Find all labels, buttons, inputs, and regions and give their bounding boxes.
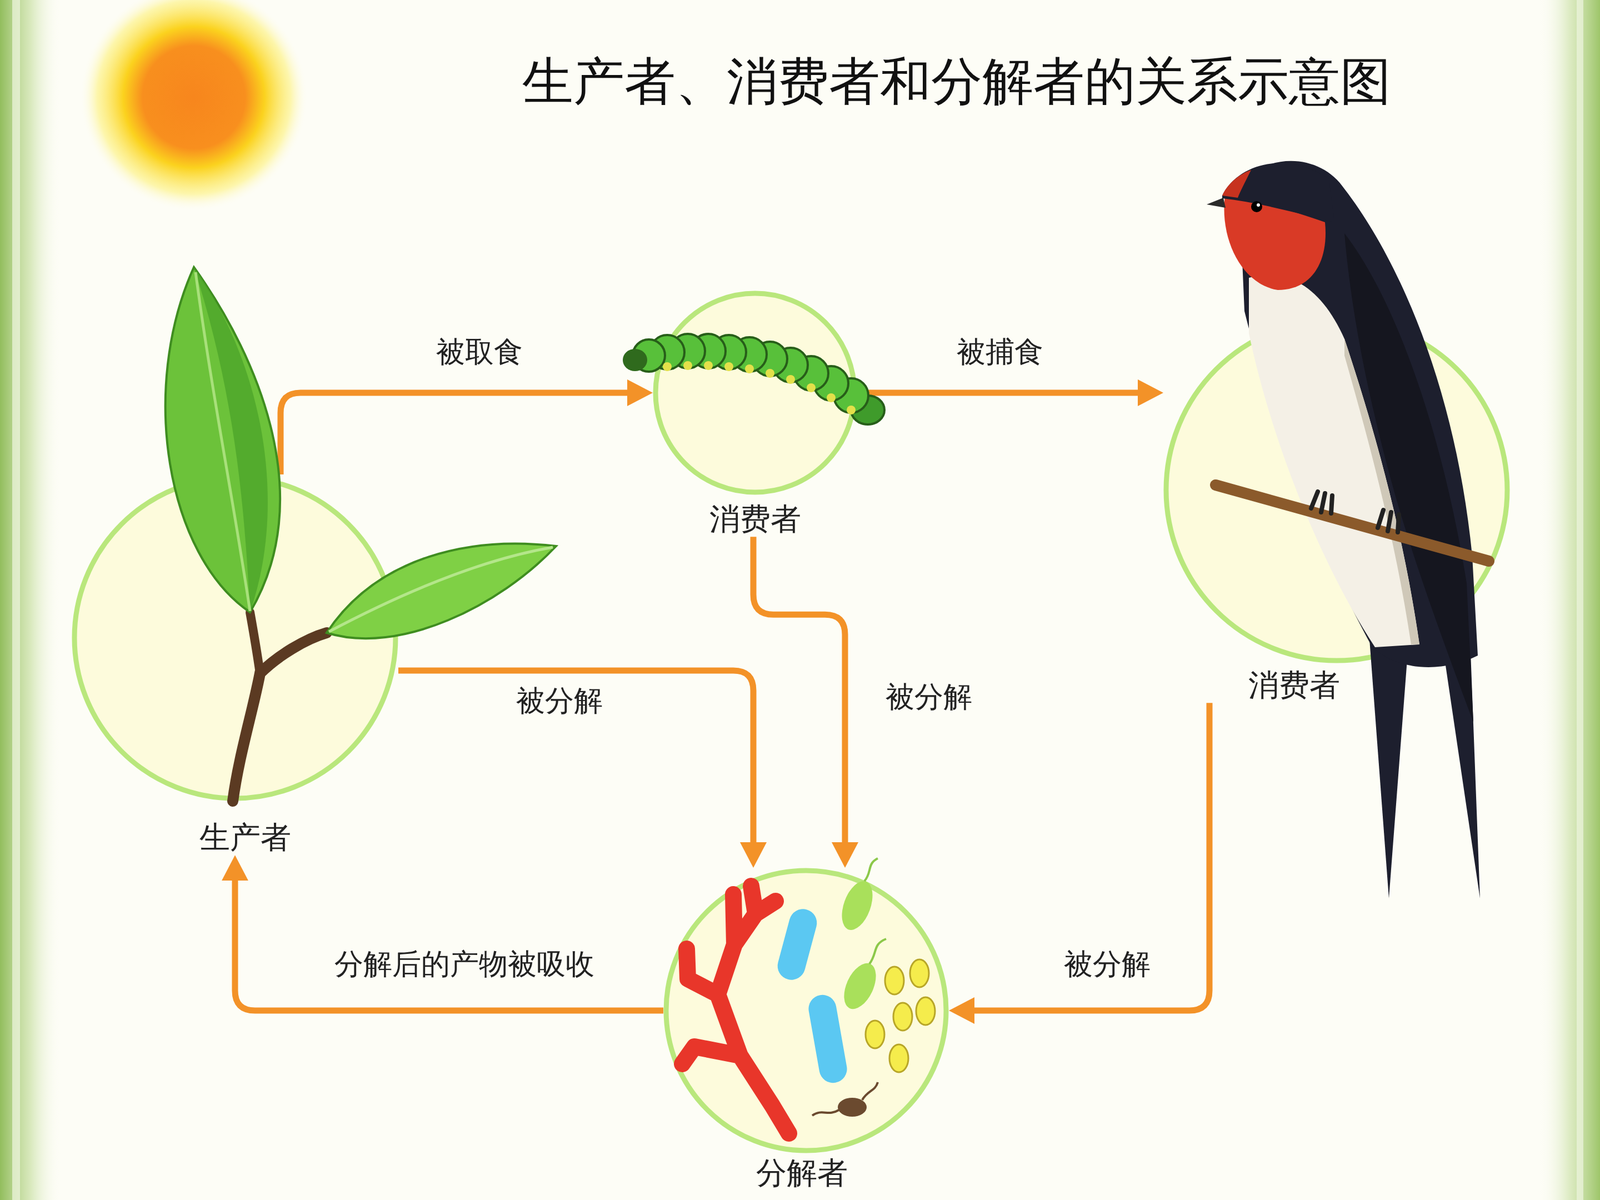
caterpillar-head: [622, 348, 648, 372]
diagram-title: 生产者、消费者和分解者的关系示意图: [522, 47, 1392, 117]
edge-label-wrap: 被分解: [882, 680, 976, 714]
swallow-forehead: [1222, 170, 1252, 198]
node-label: 分解者: [756, 1155, 848, 1191]
flow-arrow: [398, 670, 754, 855]
fungal-hyphae: [682, 886, 789, 1134]
caterpillar-spot: [703, 361, 713, 370]
big-leaf-shade: [193, 267, 268, 613]
edge-label-wrap: 被分解: [1060, 947, 1154, 982]
swallow-claw: [1377, 510, 1399, 533]
ecosystem-circle-node: 消费者: [1163, 316, 1510, 703]
caterpillar-spot: [786, 375, 795, 384]
caterpillar-spot: [745, 364, 754, 374]
ecosystem-circle-node: 生产者: [71, 474, 399, 855]
swallow-tail-left: [1369, 638, 1409, 899]
plant-stem-upper: [250, 612, 260, 674]
caterpillar-spot: [846, 405, 856, 415]
swallow-illustration: [1206, 161, 1489, 899]
flow-arrow: [753, 536, 845, 855]
flow-arrow: [857, 390, 1150, 397]
green-bacterium: [837, 958, 883, 1014]
edge-label-wrap: 被捕食: [953, 335, 1047, 369]
perch-branch: [1215, 485, 1489, 562]
plant-illustration: [165, 267, 557, 802]
flow-arrow: [280, 392, 640, 475]
node-label: 生产者: [199, 820, 292, 855]
yellow-spore: [889, 1044, 909, 1073]
node-circle: [666, 870, 947, 1151]
node-circle: [655, 293, 855, 493]
edge-label: 被分解: [882, 680, 976, 714]
node-label: 消费者: [1248, 667, 1340, 703]
circle-outline: [663, 867, 949, 1154]
title-wrap: 生产者、消费者和分解者的关系示意图: [522, 47, 1392, 117]
ecosystem-circle-node: 消费者: [652, 290, 858, 537]
rod-bacterium: [806, 992, 849, 1085]
edge-label: 被取食: [432, 335, 527, 369]
caterpillar-spot: [724, 362, 734, 372]
flow-arrow: [235, 868, 664, 1011]
circle-outline: [71, 474, 399, 802]
edge-label: 被捕食: [953, 335, 1047, 369]
plant-stem: [232, 632, 327, 802]
decomposer-illustration: [682, 858, 935, 1134]
protozoan: [837, 1097, 867, 1117]
ecosystem-circle-node: 分解者: [663, 867, 949, 1191]
caterpillar-spot: [662, 362, 672, 372]
right-bamboo-strip: [1538, 0, 1600, 1200]
circle-outline: [1163, 316, 1510, 664]
swallow-eye: [1251, 201, 1263, 213]
yellow-spore: [885, 966, 904, 995]
caterpillar-spot: [683, 361, 693, 370]
flagellum: [869, 938, 887, 964]
yellow-spore: [910, 959, 929, 988]
caterpillar-spot: [826, 393, 836, 403]
edge-label-wrap: 被取食: [432, 335, 527, 369]
protozoan-tail: [812, 1082, 878, 1116]
edge-label: 被分解: [512, 684, 607, 718]
swallow-claw: [1311, 491, 1333, 514]
sun: [80, 0, 308, 212]
left-bamboo-strip: [0, 0, 62, 1200]
circle-outline: [652, 290, 858, 495]
green-bacterium: [836, 877, 879, 935]
swallow-cap: [1222, 163, 1335, 223]
yellow-spore: [916, 997, 935, 1025]
node-label: 消费者: [709, 501, 802, 537]
yellow-spore: [893, 1002, 913, 1031]
swallow-eye-glint: [1256, 203, 1260, 207]
caterpillar-spot: [806, 383, 816, 393]
swallow-beak: [1206, 197, 1226, 208]
edge-label: 分解后的产物被吸收: [331, 947, 598, 982]
edge-label-wrap: 分解后的产物被吸收: [331, 947, 598, 982]
edge-label-wrap: 被分解: [512, 684, 607, 718]
caterpillar-spot: [765, 368, 775, 378]
flow-arrow: [962, 702, 1210, 1011]
edge-label: 被分解: [1060, 947, 1154, 982]
right-bamboo-highlight: [1576, 0, 1584, 1200]
flagellum: [864, 858, 878, 882]
yellow-spore: [865, 1020, 885, 1049]
right-leaf: [326, 543, 557, 639]
right-leaf-vein: [328, 547, 553, 632]
rod-bacterium: [774, 906, 820, 984]
swallow-wing: [1344, 233, 1474, 723]
left-bamboo-highlight: [12, 0, 20, 1200]
big-leaf-vein: [195, 272, 250, 612]
big-leaf: [165, 267, 280, 613]
caterpillar-illustration: [622, 333, 885, 425]
